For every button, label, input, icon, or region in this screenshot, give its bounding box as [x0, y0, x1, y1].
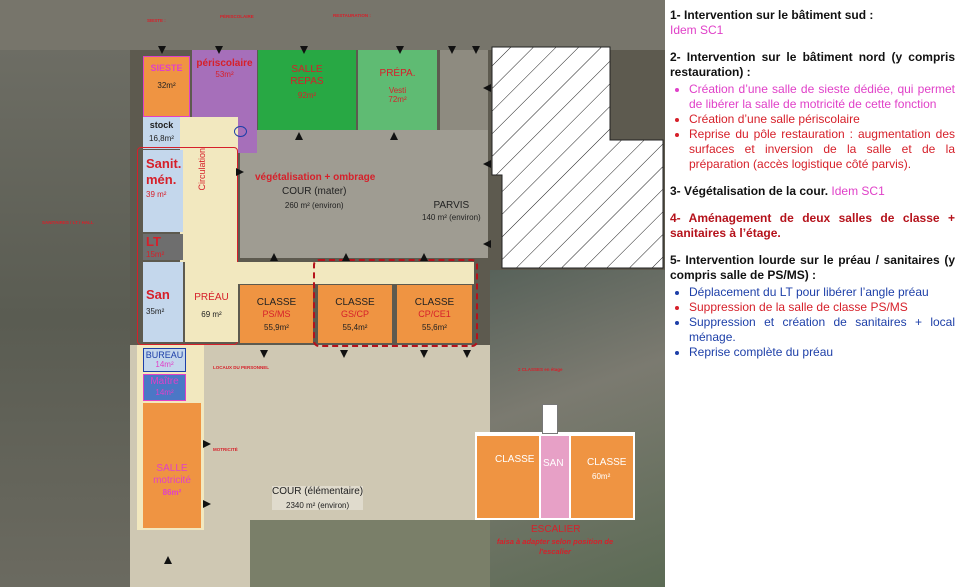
marker-blue — [234, 126, 247, 137]
access-marker — [236, 168, 244, 176]
section-5-item: Reprise complète du préau — [689, 345, 955, 360]
room-prepa: PRÉPA. Vesti 72m² — [358, 50, 437, 130]
intervention-list: 1- Intervention sur le bâtiment sud : Id… — [670, 8, 955, 372]
inset-label-san: SAN — [543, 458, 564, 469]
access-marker — [340, 350, 348, 358]
access-marker — [396, 46, 404, 54]
parvis-ground — [440, 50, 488, 130]
inset-label-classe-right: CLASSE — [587, 457, 627, 468]
inset-area-right: 60m² — [592, 472, 611, 481]
room-stock: stock 16,8m² — [143, 117, 180, 149]
site-plan: SIESTE : PÉRISCOLAIRE RESTAURATION : SIE… — [0, 0, 665, 587]
section-5: 5- Intervention lourde sur le préau / sa… — [670, 253, 955, 360]
room-lt: LT 15m² — [143, 234, 183, 260]
access-marker — [270, 253, 278, 261]
access-marker — [164, 556, 172, 564]
access-marker — [420, 253, 428, 261]
room-salle-motricite: SALLE motricité 86m² — [143, 403, 201, 528]
inset-classe-left — [477, 436, 539, 518]
inset-classe-right — [571, 436, 633, 518]
access-marker — [295, 132, 303, 140]
section-2-item: Reprise du pôle restauration : augmentat… — [689, 127, 955, 172]
section-5-item: Suppression de la salle de classe PS/MS — [689, 300, 955, 315]
section-3-heading: 3- Végétalisation de la cour. — [670, 184, 829, 198]
room-sanit-men: Sanit. mén. 39 m² — [143, 150, 183, 232]
label-vegetalisation: végétalisation + ombrage — [255, 172, 376, 183]
upper-floor-classes-outline — [313, 259, 478, 347]
access-marker — [483, 160, 491, 168]
circulation-area — [180, 117, 238, 262]
label-sanitaires-note: SANITAIRES / LT / HALL — [42, 220, 94, 225]
label-sieste-note: SIESTE : — [147, 18, 166, 23]
access-marker — [483, 84, 491, 92]
access-marker — [472, 46, 480, 54]
section-5-item: Déplacement du LT pour libérer l’angle p… — [689, 285, 955, 300]
section-3-sub: Idem SC1 — [831, 184, 885, 198]
access-marker — [158, 46, 166, 54]
label-parvis: PARVIS 140 m² (environ) — [422, 200, 481, 222]
access-marker — [390, 132, 398, 140]
section-5-list: Déplacement du LT pour libérer l’angle p… — [670, 285, 955, 360]
section-4-heading: 4- Aménagement de deux salles de classe … — [670, 211, 955, 240]
room-maitre: Maître 14m² — [143, 374, 186, 401]
hatched-building — [491, 46, 664, 269]
section-2-heading: 2- Intervention sur le bâtiment nord (y … — [670, 50, 955, 79]
label-escalier-note: faisa à adapter selon position de l'esca… — [496, 537, 614, 556]
access-marker — [215, 46, 223, 54]
room-salle-repas: SALLE REPAS 92m² — [258, 50, 356, 130]
label-periscolaire-note: PÉRISCOLAIRE — [220, 14, 254, 19]
section-5-heading: 5- Intervention lourde sur le préau / sa… — [670, 253, 955, 282]
section-4: 4- Aménagement de deux salles de classe … — [670, 211, 955, 241]
sanitaires-zone-outline — [137, 147, 238, 345]
section-2-list: Création d’une salle de sieste dédiée, q… — [670, 82, 955, 172]
label-cour-elementaire: COUR (élémentaire) 2340 m² (environ) — [272, 486, 364, 510]
section-1: 1- Intervention sur le bâtiment sud : Id… — [670, 8, 955, 38]
label-deux-classes-note: 2 CLASSES en étage — [518, 367, 563, 372]
access-marker — [203, 440, 211, 448]
access-marker — [300, 46, 308, 54]
east-area — [490, 270, 665, 587]
access-marker — [342, 253, 350, 261]
label-cour-mater: COUR (mater) 260 m² (environ) — [282, 186, 347, 210]
street-area — [0, 0, 665, 50]
section-1-heading: 1- Intervention sur le bâtiment sud : — [670, 8, 874, 22]
section-2: 2- Intervention sur le bâtiment nord (y … — [670, 50, 955, 172]
west-strip — [0, 50, 130, 587]
room-classe-cpce1: CLASSE CP/CE1 55,6m² — [397, 285, 472, 343]
access-marker — [260, 350, 268, 358]
access-marker — [483, 240, 491, 248]
section-5-item: Suppression et création de sanitaires + … — [689, 315, 955, 345]
access-marker — [203, 500, 211, 508]
access-marker — [448, 46, 456, 54]
label-motricite-note: MOTRICITÉ — [213, 447, 238, 452]
room-classe-psms: CLASSE PS/MS 55,9m² — [240, 285, 313, 343]
access-marker — [420, 350, 428, 358]
room-preau: PRÉAU 69 m² — [185, 262, 238, 342]
inset-label-classe-left: CLASSE — [495, 454, 535, 465]
cour-mater-ground — [240, 130, 488, 258]
stair-tower — [542, 404, 558, 434]
label-locaux-personnel: LOCAUX DU PERSONNEL — [213, 365, 270, 370]
trees-south — [250, 520, 490, 587]
label-restauration-note: RESTAURATION : — [333, 13, 371, 18]
inset-upper-floor: CLASSE SAN CLASSE 60m² — [475, 432, 635, 520]
inset-san — [541, 436, 569, 518]
label-escalier: ESCALIER — [531, 524, 581, 535]
section-3: 3- Végétalisation de la cour. Idem SC1 — [670, 184, 955, 199]
access-marker — [463, 350, 471, 358]
corridor-classes — [238, 262, 474, 284]
room-bureau: BUREAU 14m² — [143, 348, 186, 372]
room-sieste: SIESTE 32m² — [143, 56, 190, 117]
room-san: San 35m² — [143, 262, 183, 342]
room-classe-gscp: CLASSE GS/CP 55,4m² — [318, 285, 392, 343]
section-2-item: Création d’une salle périscolaire — [689, 112, 955, 127]
section-2-item: Création d’une salle de sieste dédiée, q… — [689, 82, 955, 112]
section-1-sub: Idem SC1 — [670, 23, 724, 37]
